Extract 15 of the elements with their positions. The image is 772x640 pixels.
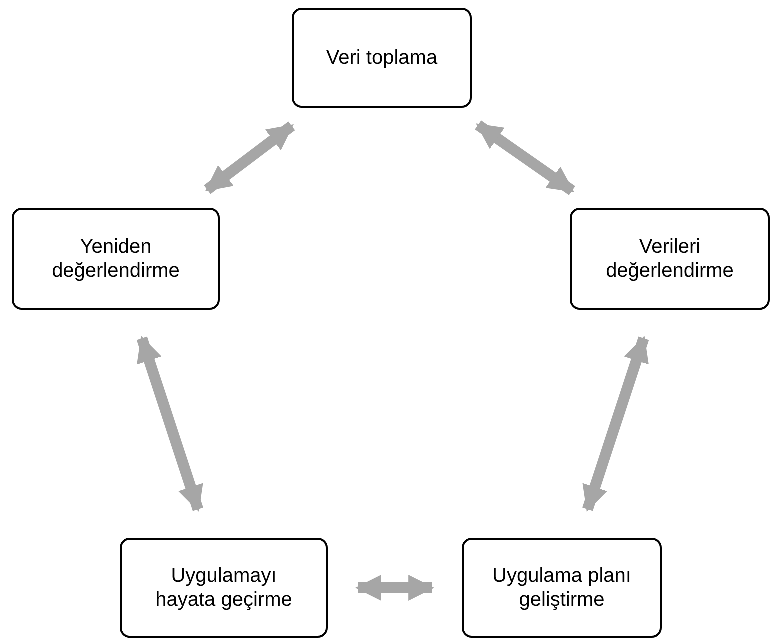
process-box (570, 208, 770, 310)
process-box (120, 538, 328, 638)
double-arrow (355, 575, 435, 601)
process-box (292, 8, 472, 108)
box-label: Uygulama planı geliştirme (492, 564, 632, 612)
process-box (462, 538, 662, 638)
box-label: Yeniden değerlendirme (51, 235, 181, 283)
double-arrow (582, 336, 650, 512)
double-arrow (136, 336, 204, 512)
process-box (12, 208, 220, 310)
box-label: Veri toplama (326, 46, 438, 70)
double-arrow (204, 122, 296, 194)
box-label: Verileri değerlendirme (605, 235, 735, 283)
double-arrow (475, 120, 576, 196)
box-label: Uygulamayı hayata geçirme (154, 564, 294, 612)
